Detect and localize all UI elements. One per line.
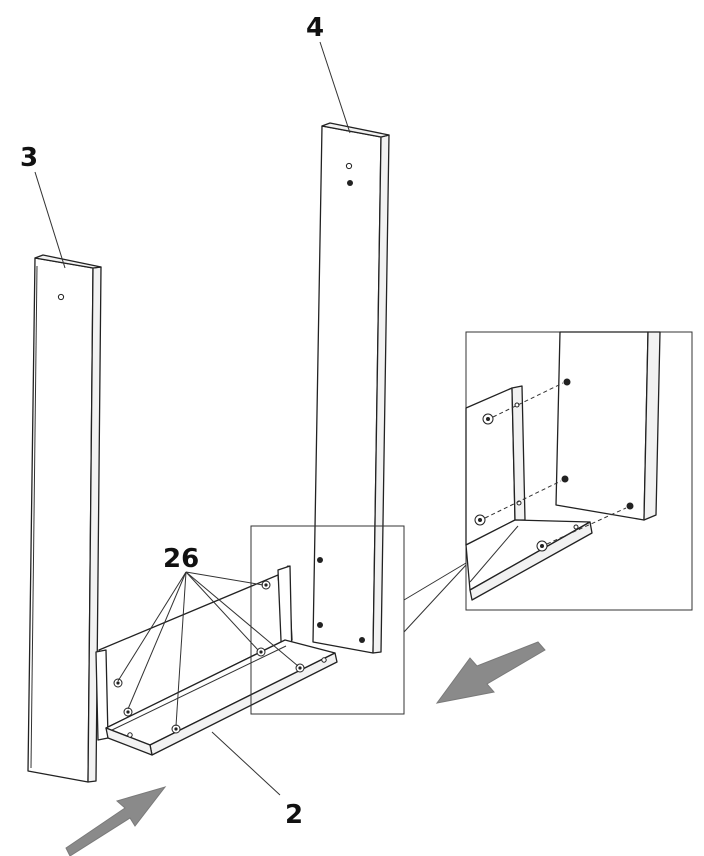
panel-3 bbox=[27, 254, 102, 783]
arrow-icon bbox=[435, 641, 546, 704]
arrow-icon bbox=[65, 786, 167, 856]
callout-part-26: 26 bbox=[163, 544, 199, 574]
callout-part-2: 2 bbox=[285, 800, 303, 830]
bracket-2 bbox=[95, 565, 338, 756]
detail-region bbox=[250, 525, 467, 715]
leader-lines bbox=[34, 41, 351, 796]
panel-3-hole bbox=[57, 293, 65, 301]
callout-part-4: 4 bbox=[306, 13, 324, 43]
inset-detail bbox=[465, 331, 693, 611]
screws-26 bbox=[113, 580, 305, 734]
callout-part-3: 3 bbox=[20, 143, 38, 173]
panel-4 bbox=[312, 122, 390, 654]
